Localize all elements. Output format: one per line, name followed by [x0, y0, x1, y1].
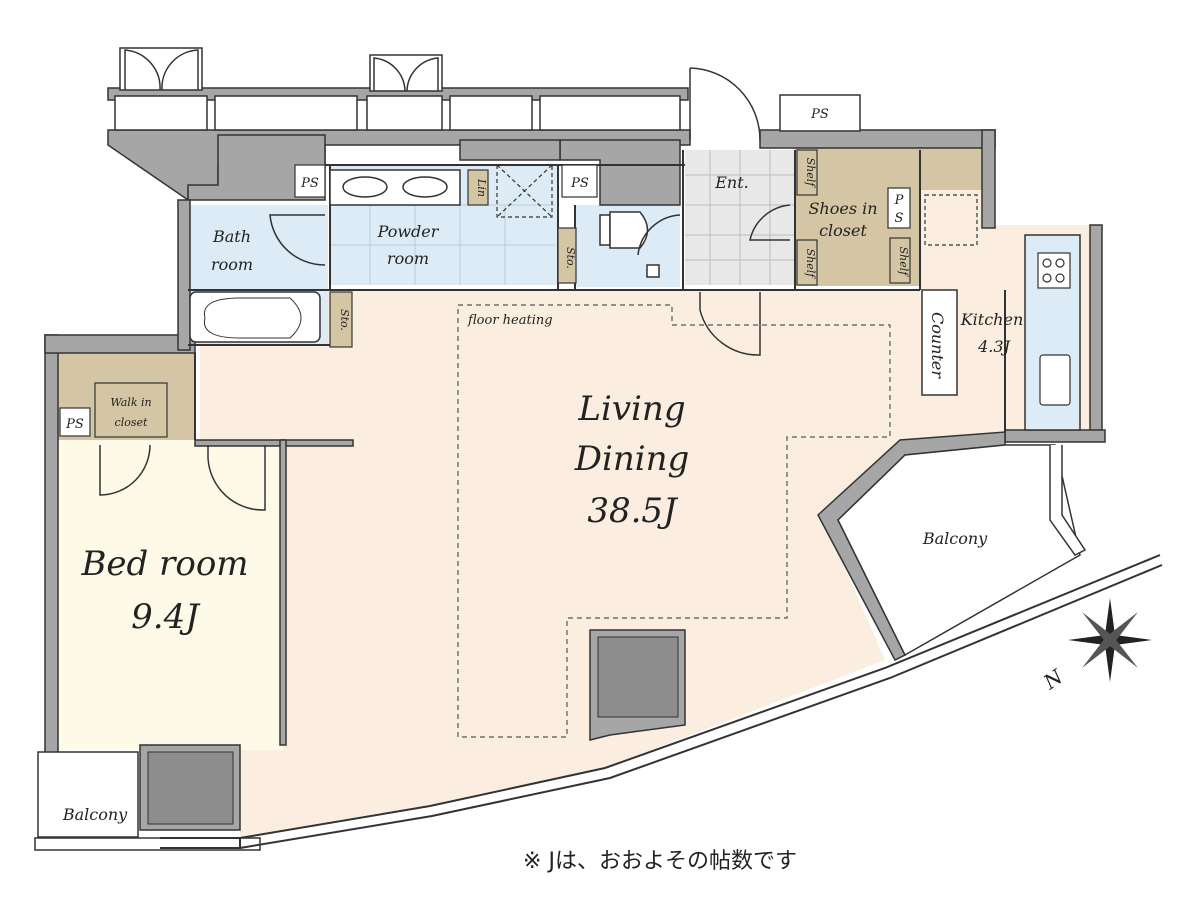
vanity-sinks	[329, 169, 461, 206]
bottom-left-pillar	[147, 751, 234, 825]
powder-label-line1: Powder	[377, 222, 440, 241]
shoes-closet-line1: Shoes in	[808, 199, 877, 218]
bathtub	[189, 291, 321, 343]
compass-north-label: N	[1038, 664, 1068, 695]
bath-label-line2: room	[211, 255, 253, 274]
kitchen-counter	[921, 289, 958, 396]
balcony-right-label: Balcony	[922, 529, 988, 548]
bathtub-inner	[203, 297, 302, 339]
entrance-tile-grid	[685, 150, 795, 285]
bath-label-line1: Bath	[212, 227, 251, 246]
storage-boxes	[94, 149, 911, 438]
ps-label-bath: PS	[300, 176, 319, 191]
bedroom-doors	[99, 444, 266, 511]
ps-label-center: PS	[570, 176, 589, 191]
shelf-label-3: Shelf	[897, 247, 910, 278]
living-label-line1: Living	[577, 389, 685, 429]
bedroom-label: Bed room	[80, 544, 248, 584]
footnote: ※ Jは、おおよその帖数です	[523, 849, 797, 874]
living-pillar	[597, 636, 679, 718]
floor-heating-area	[457, 304, 891, 738]
top-windows	[114, 94, 861, 132]
ps-label-closet-p: P	[894, 193, 904, 208]
top-french-doors	[119, 47, 443, 92]
ps-label-top: PS	[810, 107, 829, 122]
bath-door	[269, 214, 326, 266]
living-label-size: 38.5J	[587, 491, 679, 531]
linen-label: Lin	[475, 178, 488, 197]
hall-door	[699, 292, 761, 356]
counter-label: Counter	[928, 312, 947, 379]
storage-label-2: Sto.	[338, 309, 351, 331]
entrance-door	[689, 67, 761, 141]
storage-label-1: Sto.	[564, 247, 577, 269]
toilet-door	[637, 214, 681, 256]
shoes-closet-line2: closet	[819, 221, 867, 240]
kitchen-label: Kitchen	[960, 310, 1024, 329]
right-balcony	[837, 444, 1087, 657]
bedroom-floor	[58, 440, 283, 750]
living-dining-floor	[200, 290, 1005, 840]
shelf-label-2: Shelf	[804, 249, 817, 280]
washer	[496, 164, 553, 218]
powder-label-line2: room	[387, 249, 429, 268]
balcony-left-label: Balcony	[62, 805, 128, 824]
shelf-label-1: Shelf	[804, 158, 817, 189]
ps-label-closet-s: S	[895, 211, 904, 226]
storage-kitchen-top	[920, 148, 982, 190]
entrance-label: Ent.	[714, 173, 749, 192]
kitchen-sink	[1039, 354, 1071, 406]
walkin-closet-line2: closet	[115, 416, 148, 429]
compass-rose	[1068, 598, 1152, 682]
floor-heating-label: floor heating	[467, 313, 553, 328]
walkin-closet-line1: Walk in	[110, 396, 151, 409]
bedroom-size: 9.4J	[131, 597, 201, 637]
shoe-closet-door	[749, 204, 791, 241]
stove-burners	[1037, 252, 1071, 289]
living-label-line2: Dining	[574, 439, 690, 479]
kitchen-size: 4.3J	[977, 337, 1011, 356]
ps-label-bedroom: PS	[65, 417, 84, 432]
bottom-window-wall	[160, 554, 1163, 849]
ps-boxes	[59, 164, 978, 437]
